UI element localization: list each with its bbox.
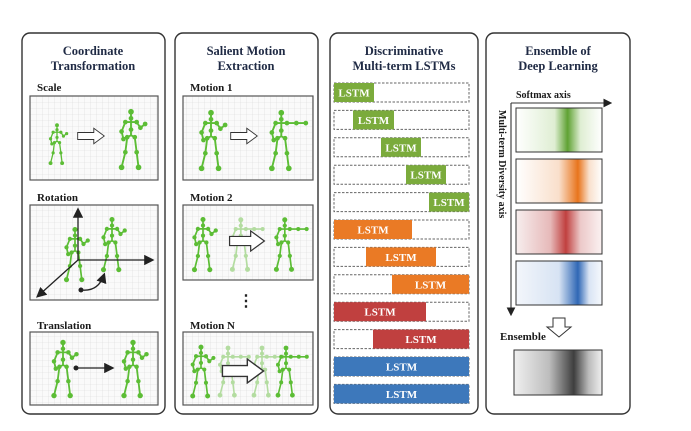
lstm-block-orange: [366, 247, 436, 267]
lstm-label: LSTM: [357, 225, 389, 237]
lstm-label: LSTM: [410, 170, 442, 182]
lstm-row: LSTM: [333, 246, 470, 267]
ellipsis: ⋮: [238, 293, 254, 310]
lstm-row: LSTM: [333, 274, 470, 295]
panel-multi-term-lstms: Discriminative Multi-term LSTMs LSTMLSTM…: [329, 32, 479, 415]
section-label-rotation: Rotation: [37, 192, 78, 204]
lstm-block-orange: [392, 274, 469, 294]
section-label-translation: Translation: [37, 320, 91, 332]
translation-illustration: [29, 331, 159, 406]
down-arrow-icon: [545, 317, 573, 338]
panel-title: Extraction: [218, 59, 275, 73]
lstm-label: LSTM: [385, 142, 417, 154]
heatmap-orange: [515, 158, 603, 204]
panel-title: Ensemble of: [525, 44, 591, 58]
section-label-motion-1: Motion 1: [190, 82, 232, 94]
scale-illustration: [29, 95, 159, 181]
section-label-motion-n: Motion N: [190, 320, 235, 332]
rotate-arrow-icon: [80, 272, 107, 291]
softmax-axis-label: Softmax axis: [516, 90, 571, 101]
panel-title: Discriminative: [365, 44, 444, 58]
lstm-row: LSTM: [333, 329, 470, 350]
lstm-block-orange: [334, 220, 412, 239]
rotation-illustration: [29, 204, 159, 301]
lstm-row: LSTM: [333, 82, 470, 103]
lstm-label: LSTM: [358, 115, 390, 127]
panel-title: Transformation: [51, 59, 136, 73]
lstm-row: LSTM: [333, 109, 470, 130]
lstm-label: LSTM: [364, 307, 396, 319]
panel-title: Coordinate: [63, 44, 124, 58]
heatmap-blue: [515, 260, 603, 306]
lstm-block-red: [373, 329, 469, 349]
lstm-label: LSTM: [386, 389, 418, 401]
lstm-row: LSTM: [333, 219, 470, 240]
lstm-row: LSTM: [333, 164, 470, 185]
ensemble-label: Ensemble: [500, 331, 546, 343]
lstm-row: LSTM: [333, 356, 470, 377]
panel-salient-motion-extraction: Salient Motion Extraction Motion 1 Motio…: [174, 32, 319, 415]
lstm-row: LSTM: [333, 383, 470, 404]
panel-title: Deep Learning: [518, 59, 598, 73]
lstm-label: LSTM: [338, 88, 370, 100]
lstm-label: LSTM: [433, 197, 465, 209]
lstm-slot: [333, 164, 470, 185]
heatmap-red: [515, 209, 603, 255]
lstm-block-blue: [334, 384, 469, 404]
panel-title: Salient Motion: [207, 44, 286, 58]
lstm-row: LSTM: [333, 192, 470, 213]
lstm-row: LSTM: [333, 137, 470, 158]
panel-ensemble: Ensemble of Deep Learning Softmax axis M…: [485, 32, 631, 415]
lstm-block-red: [334, 302, 426, 322]
lstm-block-green: [429, 192, 469, 212]
lstm-label: LSTM: [405, 334, 437, 346]
lstm-label: LSTM: [415, 279, 447, 291]
lstm-block-green: [353, 110, 394, 130]
lstm-label: LSTM: [385, 252, 417, 264]
lstm-block-green: [406, 165, 446, 185]
heatmap-ensemble: [513, 349, 603, 396]
lstm-label: LSTM: [386, 362, 418, 374]
panel-title: Multi-term LSTMs: [352, 59, 455, 73]
lstm-row: LSTM: [333, 301, 470, 322]
section-label-scale: Scale: [37, 82, 62, 94]
lstm-block-blue: [334, 357, 469, 376]
heatmap-green: [515, 107, 603, 153]
lstm-rows: LSTM LSTM LSTM LSTM LSTM LSTM LSTM LSTM LSTM LSTM…: [333, 82, 470, 404]
lstm-block-green: [334, 83, 374, 102]
diversity-axis-label: Multi-term Diversity axis: [496, 110, 507, 218]
panel-coordinate-transformation: Coordinate Transformation Scale Rotation…: [21, 32, 166, 415]
lstm-block-green: [381, 137, 421, 157]
section-label-motion-2: Motion 2: [190, 192, 233, 204]
